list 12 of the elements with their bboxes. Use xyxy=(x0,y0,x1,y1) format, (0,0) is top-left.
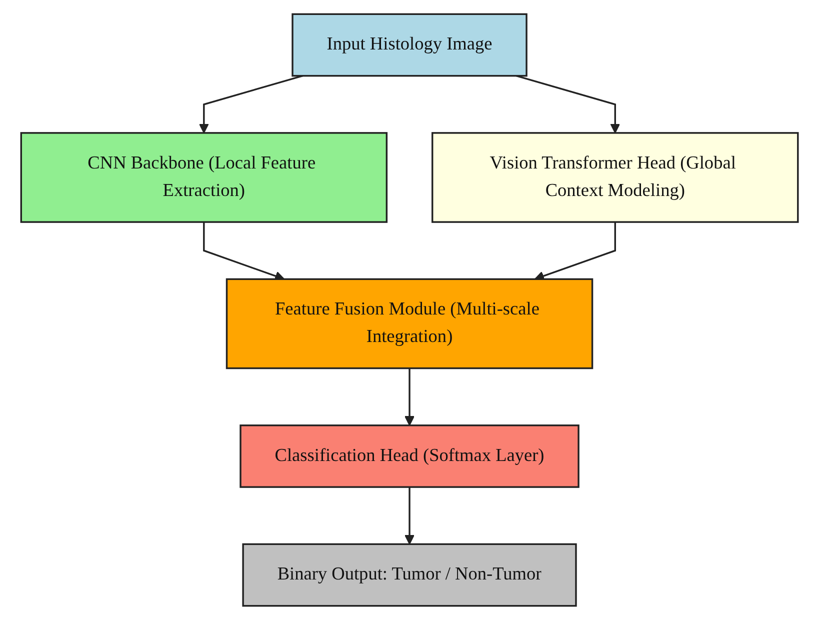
arrow xyxy=(198,75,303,134)
node-box: Feature Fusion Module (Multi-scale Integration) xyxy=(226,278,594,370)
node-box: Binary Output: Tumor / Non-Tumor xyxy=(242,543,577,607)
arrow xyxy=(404,487,415,545)
arrow xyxy=(516,75,620,134)
node-box: Input Histology Image xyxy=(292,13,528,77)
arrow xyxy=(534,222,616,281)
node-box: Vision Transformer Head (Global Context Modeling) xyxy=(431,132,799,223)
node-box: CNN Backbone (Local Feature Extraction) xyxy=(20,132,388,223)
node-box: Classification Head (Softmax Layer) xyxy=(240,424,580,488)
arrow xyxy=(203,222,285,281)
arrow xyxy=(404,368,415,426)
